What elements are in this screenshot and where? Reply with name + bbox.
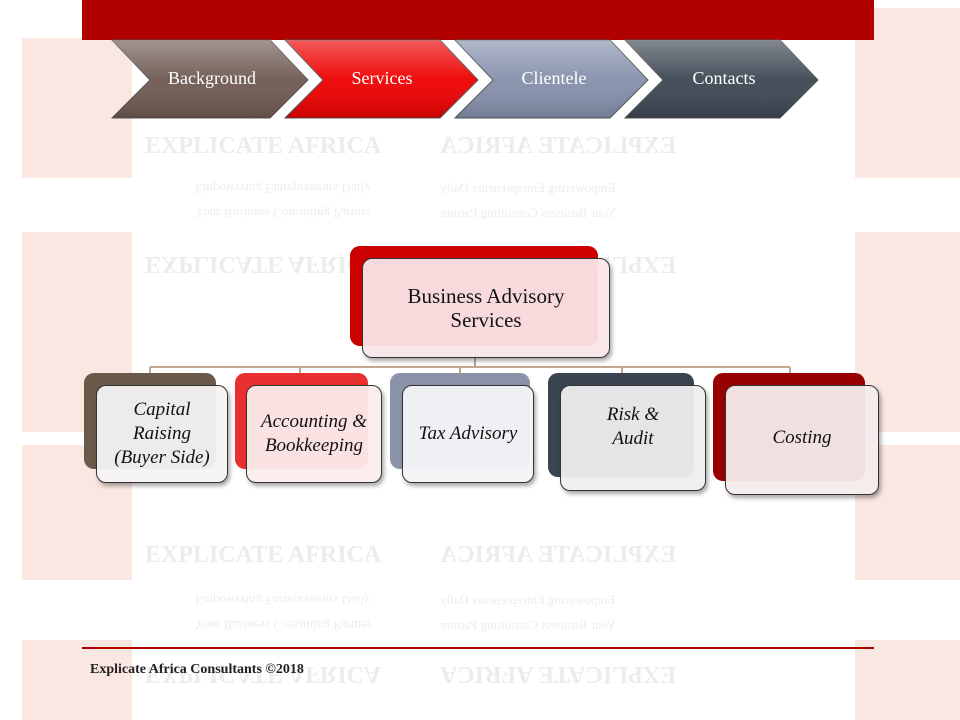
watermark-brand-bottom2: EXPLICATE AFRICA — [440, 661, 677, 687]
watermark-tagline2-lower-mirrored: Your Business Consulting Partner — [440, 617, 617, 632]
watermark-brand-flipped: EXPLICATE AFRICA — [145, 251, 382, 277]
chevron-nav-shapes — [110, 39, 819, 119]
child-label-tax-advisory: Tax Advisory — [418, 423, 518, 444]
chevron-contacts[interactable] — [623, 39, 819, 119]
watermark-brand-lower-mirrored: EXPLICATE AFRICA — [440, 542, 677, 568]
watermark-brand: EXPLICATE AFRICA — [145, 133, 382, 159]
watermark-tagline-lower-mirrored: Empowering Entrepreneurs Daily — [440, 592, 616, 607]
root-node-label: Business Advisory Services — [407, 284, 565, 332]
watermark-tagline2: Your Business Consulting Partner — [195, 206, 372, 221]
child-label-risk-audit: Risk & Audit — [606, 404, 660, 449]
child-label-capital-raising: Capital Raising (Buyer Side) — [114, 399, 210, 468]
child-node-accounting[interactable]: Accounting & Bookkeeping — [246, 385, 382, 483]
chevron-background[interactable] — [110, 39, 309, 119]
watermark-brand-mirrored: EXPLICATE AFRICA — [440, 133, 677, 159]
chevron-label-clientele[interactable]: Clientele — [521, 68, 587, 88]
watermark-tagline: Empowering Entrepreneurs Daily — [195, 181, 371, 196]
chevron-label-contacts[interactable]: Contacts — [692, 68, 756, 88]
chevron-label-background[interactable]: Background — [168, 68, 256, 88]
watermark-tagline2-mirrored: Your Business Consulting Partner — [440, 205, 617, 220]
watermark-tagline-lower: Empowering Entrepreneurs Daily — [195, 593, 371, 608]
watermark-tagline2-lower: Your Business Consulting Partner — [195, 618, 372, 633]
child-node-costing[interactable]: Costing — [725, 385, 879, 495]
child-label-accounting: Accounting & Bookkeeping — [260, 411, 368, 456]
chevron-clientele[interactable] — [453, 39, 649, 119]
watermark-brand-lower: EXPLICATE AFRICA — [145, 542, 382, 568]
child-label-costing: Costing — [772, 427, 832, 448]
child-node-risk-audit[interactable]: Risk & Audit — [560, 385, 706, 491]
chevron-label-services[interactable]: Services — [351, 68, 413, 88]
chevron-nav: Background Services Clientele Contacts — [110, 38, 830, 122]
child-node-tax-advisory[interactable]: Tax Advisory — [402, 385, 534, 483]
chevron-services[interactable] — [283, 39, 479, 119]
footer-divider — [82, 647, 874, 649]
footer-copyright: Explicate Africa Consultants ©2018 — [90, 662, 304, 677]
watermark-tagline-mirrored: Empowering Entrepreneurs Daily — [440, 180, 616, 195]
root-node[interactable]: Business Advisory Services — [362, 258, 610, 358]
child-node-capital-raising[interactable]: Capital Raising (Buyer Side) — [96, 385, 228, 483]
header-bar — [82, 0, 874, 40]
